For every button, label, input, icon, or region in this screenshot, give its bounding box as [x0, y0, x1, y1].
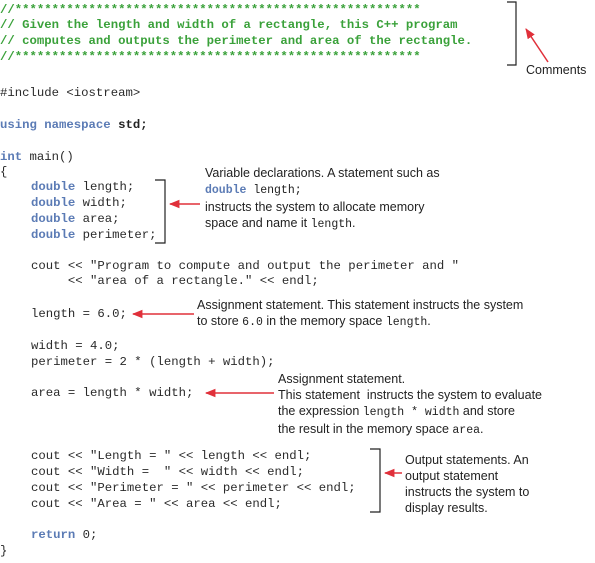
decl-name: length;	[75, 180, 135, 194]
assign-note-2-line-4: the result in the memory space area.	[278, 421, 542, 439]
return-line: return 0;	[31, 528, 97, 543]
assign-note-code: length	[385, 316, 428, 329]
open-brace: {	[0, 165, 8, 179]
assign-note-2-line-1: Assignment statement.	[278, 372, 406, 386]
decl-note-text: space and name it	[205, 216, 311, 230]
assign-note-text: in the memory space	[262, 314, 386, 328]
decl-width: double width;	[31, 196, 127, 211]
decl-note-line-3: instructs the system to allocate memory	[205, 200, 425, 214]
int-keyword: int	[0, 150, 23, 164]
decl-note-type: double	[205, 184, 247, 197]
comments-bracket	[507, 1, 517, 66]
decl-length: double length;	[31, 180, 134, 195]
output-note-line-1: Output statements. An	[405, 453, 529, 467]
decl-area: double area;	[31, 212, 120, 227]
output-perimeter: cout << "Perimeter = " << perimeter << e…	[31, 481, 356, 495]
comments-arrow	[525, 28, 549, 63]
decl-type: double	[31, 196, 76, 210]
decl-name: area;	[75, 212, 120, 226]
output-length: cout << "Length = " << length << endl;	[31, 449, 312, 463]
decl-note: Variable declarations. A statement such …	[205, 165, 440, 233]
decl-perimeter: double perimeter;	[31, 228, 156, 243]
decl-name: perimeter;	[75, 228, 157, 242]
decl-bracket	[155, 179, 166, 244]
decl-type: double	[31, 212, 76, 226]
main-name: main()	[22, 150, 74, 164]
assign-note-2-line-2: This statement instructs the system to e…	[278, 388, 543, 402]
output-note-line-4: display results.	[405, 501, 488, 515]
decl-note-line-2: double length;	[205, 181, 440, 199]
decl-note-period: .	[352, 216, 356, 230]
main-signature: int main()	[0, 150, 74, 165]
decl-note-var: length;	[246, 184, 302, 197]
decl-note-code: length	[310, 218, 353, 231]
assign-note-2: Assignment statement. This statement inst…	[278, 371, 542, 439]
using-keyword: using namespace	[0, 118, 111, 132]
assign-note-2-line-3: the expression length * width and store	[278, 403, 542, 421]
assign-note-text: and store	[459, 404, 515, 418]
using-line: using namespace std;	[0, 118, 148, 133]
assign-width: width = 4.0;	[31, 339, 120, 353]
comment-line-1: // Given the length and width of a recta…	[0, 18, 458, 32]
decl-type: double	[31, 228, 76, 242]
assign-note-1: Assignment statement. This statement ins…	[197, 297, 523, 331]
return-value: 0;	[75, 528, 98, 542]
assign-note-code: area	[452, 424, 480, 437]
output-width: cout << "Width = " << width << endl;	[31, 465, 305, 479]
assign-area: area = length * width;	[31, 386, 194, 400]
decl-note-line-4: space and name it length.	[205, 215, 440, 233]
cout-line-1: cout << "Program to compute and output t…	[31, 259, 460, 273]
output-note-line-2: output statement	[405, 469, 499, 483]
assign-note-period: .	[427, 314, 431, 328]
output-area: cout << "Area = " << area << endl;	[31, 497, 282, 511]
comment-line-2: // computes and outputs the perimeter an…	[0, 34, 473, 48]
output-note: Output statements. An output statement ins…	[405, 452, 529, 516]
cout-line-2: << "area of a rectangle." << endl;	[31, 274, 319, 288]
comment-rule-top: //**************************************…	[0, 3, 421, 17]
assign-note-code: length * width	[362, 406, 460, 419]
output-note-line-3: instructs the system to	[405, 485, 530, 499]
assign-note-text: to store	[197, 314, 243, 328]
decl-name: width;	[75, 196, 127, 210]
assign-note-text: the result in the memory space	[278, 422, 453, 436]
assign-note-1-line-2: to store 6.0 in the memory space length.	[197, 313, 523, 331]
assign-length: length = 6.0;	[31, 307, 127, 321]
include-line: #include <iostream>	[0, 86, 141, 100]
decl-note-line-1: Variable declarations. A statement such …	[205, 166, 440, 180]
assign-perimeter: perimeter = 2 * (length + width);	[31, 355, 275, 369]
assign-note-text: the expression	[278, 404, 363, 418]
comment-rule-bottom: //**************************************…	[0, 50, 421, 64]
assign-note-period: .	[480, 422, 484, 436]
comments-label: Comments	[526, 63, 587, 77]
using-std: std;	[110, 118, 148, 132]
output-bracket	[370, 448, 381, 513]
decl-type: double	[31, 180, 76, 194]
return-keyword: return	[31, 528, 76, 542]
close-brace: }	[0, 544, 8, 558]
assign-note-code: 6.0	[242, 316, 263, 329]
assign-note-1-line-1: Assignment statement. This statement ins…	[197, 298, 524, 312]
